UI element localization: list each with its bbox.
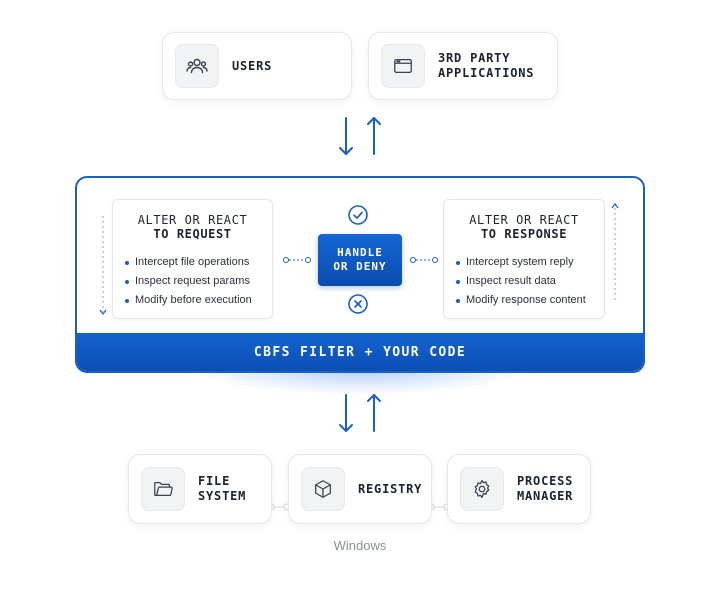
- request-title-line1: ALTER OR REACT: [137, 213, 248, 227]
- response-title-line1: ALTER OR REACT: [469, 213, 579, 227]
- list-item: Intercept system reply: [456, 253, 604, 272]
- process-manager-label: PROCESS MANAGER: [517, 474, 574, 503]
- list-item: Intercept file operations: [125, 253, 272, 272]
- filter-bar: CBFS FILTER + YOUR CODE: [77, 333, 643, 371]
- app-window-icon: [381, 44, 425, 88]
- registry-card: REGISTRY: [288, 454, 432, 524]
- request-flow-line: [99, 216, 107, 315]
- bottom-flow-arrows: [339, 394, 381, 432]
- top-flow-arrows: [339, 117, 381, 155]
- users-icon: [175, 44, 219, 88]
- request-title-line2: TO REQUEST: [153, 227, 232, 241]
- filter-box: ALTER OR REACT TO REQUEST Intercept file…: [75, 176, 645, 373]
- handle-or-deny: HANDLE OR DENY: [318, 234, 402, 286]
- list-item: Inspect request params: [125, 272, 272, 291]
- filter-bar-label: CBFS FILTER + YOUR CODE: [253, 344, 467, 360]
- registry-label: REGISTRY: [358, 481, 423, 496]
- third-party-apps-label: 3RD PARTY APPLICATIONS: [438, 51, 535, 80]
- request-list: Intercept file operations Inspect reques…: [125, 253, 272, 310]
- response-connector: [410, 257, 438, 263]
- request-connector: [283, 257, 311, 263]
- list-item: Inspect result data: [456, 272, 604, 291]
- request-panel: ALTER OR REACT TO REQUEST Intercept file…: [112, 199, 273, 319]
- gear-icon: [460, 467, 504, 511]
- response-panel-title: ALTER OR REACT TO RESPONSE: [444, 213, 604, 241]
- process-manager-card: PROCESS MANAGER: [447, 454, 591, 524]
- file-system-label: FILE SYSTEM: [198, 474, 247, 503]
- os-label: Windows: [333, 538, 387, 553]
- response-title-line2: TO RESPONSE: [480, 227, 568, 241]
- x-circle-icon: [348, 294, 368, 314]
- users-card: USERS: [162, 32, 352, 100]
- handle-or-deny-label: HANDLE OR DENY: [333, 246, 387, 273]
- response-flow-line: [611, 203, 619, 302]
- folder-icon: [141, 467, 185, 511]
- file-system-card: FILE SYSTEM: [128, 454, 272, 524]
- third-party-apps-card: 3RD PARTY APPLICATIONS: [368, 32, 558, 100]
- cube-icon: [301, 467, 345, 511]
- response-panel: ALTER OR REACT TO RESPONSE Intercept sys…: [443, 199, 605, 319]
- list-item: Modify response content: [456, 291, 604, 310]
- request-panel-title: ALTER OR REACT TO REQUEST: [113, 213, 272, 241]
- list-item: Modify before execution: [125, 291, 272, 310]
- response-list: Intercept system reply Inspect result da…: [456, 253, 604, 310]
- users-label: USERS: [232, 58, 273, 73]
- check-circle-icon: [348, 205, 368, 225]
